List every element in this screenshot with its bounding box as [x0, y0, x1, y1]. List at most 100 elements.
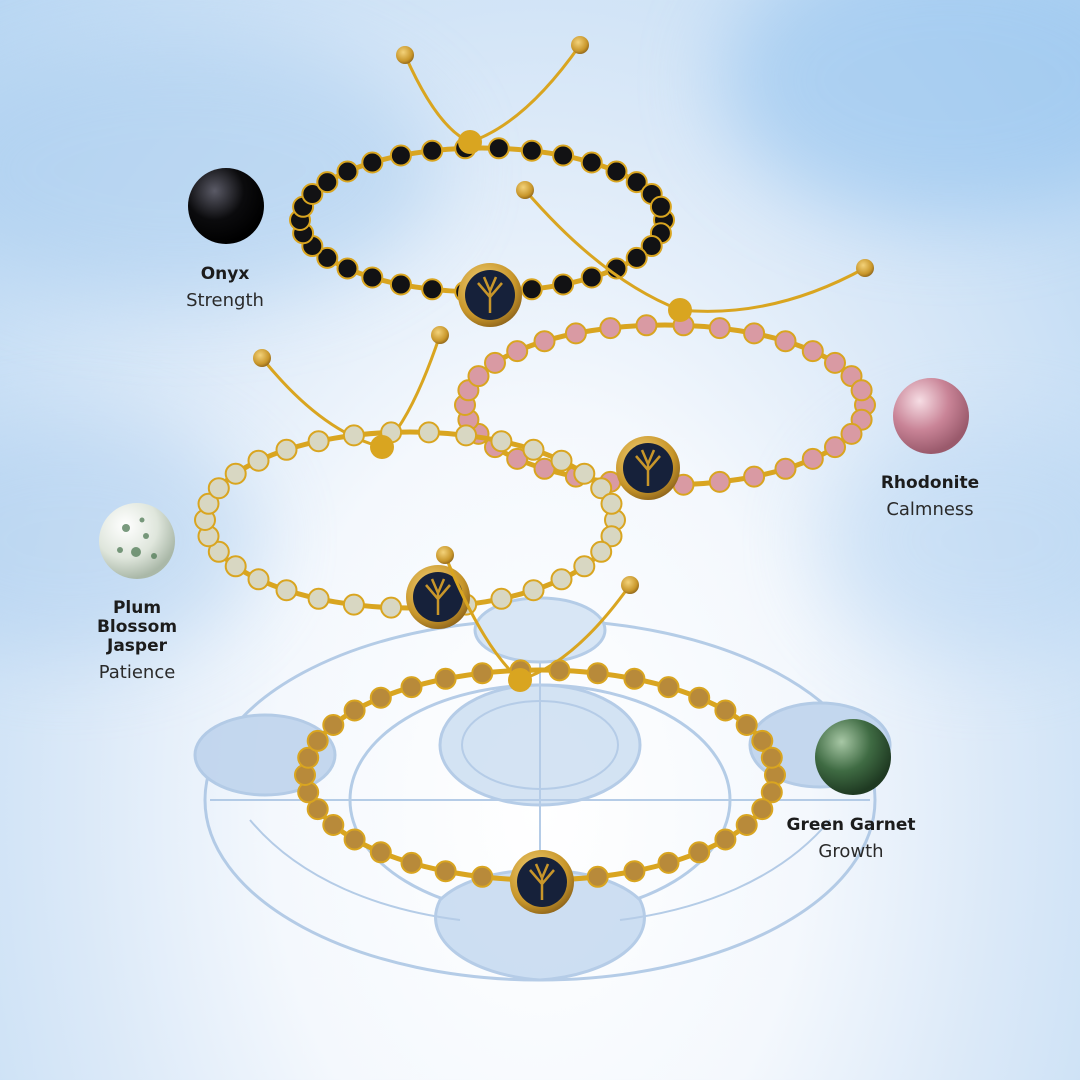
onyx-bracelet-bead — [649, 195, 672, 218]
green-garnet-bracelet-bead — [735, 814, 758, 836]
rhodonite-bracelet-end-bead — [516, 181, 534, 199]
onyx-bracelet-bead — [520, 278, 543, 301]
rhodonite-bracelet-bead — [743, 322, 766, 345]
rhodonite-bracelet-bead — [506, 340, 529, 363]
stone-name: Onyx — [200, 264, 250, 284]
onyx-bracelet-bead — [361, 266, 384, 289]
rhodonite-bracelet-cord — [679, 266, 866, 313]
rhodonite-bracelet-bead — [564, 322, 587, 345]
rhodonite-bracelet-bead — [801, 340, 824, 363]
green-garnet-bracelet-bead — [714, 699, 737, 722]
plum-blossom-jasper-bracelet-bead — [247, 449, 270, 472]
green-garnet-bracelet-bead — [369, 686, 392, 709]
green-garnet-bracelet-bead — [322, 714, 345, 736]
rhodonite-bracelet-bead — [506, 447, 529, 470]
plum-blossom-jasper-bracelet-end-bead — [431, 326, 449, 344]
green-garnet-bracelet-bead — [297, 746, 320, 769]
stone-name: Green Garnet — [786, 815, 916, 835]
green-garnet-bracelet-bead — [760, 746, 783, 769]
onyx-bracelet-bead — [580, 151, 603, 174]
plum-blossom-jasper-bracelet-bead — [197, 492, 220, 515]
plum-blossom-jasper-bracelet-bead — [380, 596, 403, 619]
green-garnet-bracelet-bead — [751, 798, 774, 821]
green-garnet-bracelet-bead — [343, 828, 366, 851]
onyx-bracelet-end-bead — [571, 36, 589, 54]
onyx-bracelet-bead — [389, 273, 412, 296]
plum-blossom-jasper-bracelet-bead — [247, 568, 270, 591]
onyx-bracelet-bead — [487, 137, 510, 160]
green-garnet-bracelet-bead — [548, 659, 571, 682]
plum-blossom-jasper-bracelet-bead — [590, 540, 613, 563]
rhodonite-stone-icon — [893, 378, 969, 454]
onyx-bracelet-tree-icon — [477, 276, 503, 313]
green-garnet-bracelet-bead — [751, 729, 774, 752]
green-garnet-bracelet-bead — [471, 865, 494, 888]
stone-meaning: Patience — [98, 662, 176, 683]
green-garnet-bracelet-bead — [400, 851, 423, 874]
onyx-bracelet-bead — [421, 139, 444, 162]
green-garnet-bracelet-bead — [343, 699, 366, 722]
green-garnet-bracelet-bead — [306, 729, 329, 752]
plum-blossom-jasper-bracelet-bead — [490, 587, 513, 610]
plum-blossom-jasper-bracelet-tree-icon — [425, 578, 451, 615]
plum-blossom-jasper-bracelet-bead — [600, 492, 623, 515]
plum-blossom-jasper-bracelet-bead — [275, 579, 298, 602]
green-garnet-bracelet-bead — [623, 667, 646, 690]
green-garnet-bracelet-bead — [471, 662, 494, 685]
plum-blossom-jasper-bracelet-bead — [590, 477, 613, 500]
rhodonite-bracelet-bead — [850, 379, 873, 402]
rhodonite-bracelet-bead — [708, 317, 731, 340]
onyx-bracelet-bead — [361, 151, 384, 174]
green-garnet-bracelet-bead — [306, 798, 329, 821]
plum-blossom-jasper-bracelet-bead — [207, 540, 230, 563]
onyx-bracelet-bead — [389, 144, 412, 167]
green-garnet-bracelet-bead — [688, 841, 711, 864]
green-garnet-bracelet-bead — [714, 828, 737, 851]
onyx-bracelet-bead — [421, 278, 444, 301]
plum-blossom-jasper-bracelet-bead — [224, 462, 247, 485]
stone-name: Rhodonite — [880, 473, 980, 493]
rhodonite-bracelet-bead — [635, 314, 658, 337]
onyx-stone-icon — [188, 168, 264, 244]
green-garnet-bracelet-bead — [657, 676, 680, 699]
rhodonite-bracelet-cord — [523, 189, 681, 312]
onyx-bracelet-bead — [552, 144, 575, 167]
green-garnet-bracelet-bead — [400, 676, 423, 699]
rhodonite-bracelet-bead — [801, 447, 824, 470]
bracelets-group — [194, 36, 876, 914]
onyx-label: Onyx Strength — [155, 265, 295, 312]
plum-blossom-jasper-bracelet-bead — [573, 462, 596, 485]
plum-blossom-jasper-bracelet-bead — [224, 555, 247, 578]
rhodonite-label: Rhodonite Calmness — [860, 474, 1000, 521]
green-garnet-bracelet-bead — [586, 865, 609, 888]
onyx-bracelet-bead — [580, 266, 603, 289]
onyx-bracelet-bead — [625, 171, 648, 194]
rhodonite-bracelet-bead — [774, 457, 797, 480]
green-garnet-bracelet-bead — [760, 781, 783, 804]
stone-meaning: Calmness — [886, 499, 974, 520]
rhodonite-bracelet-bead — [824, 436, 846, 459]
rhodonite-bracelet-end-bead — [856, 259, 874, 277]
green-garnet-label: Green Garnet Growth — [781, 816, 921, 863]
plum-blossom-jasper-bracelet-bead — [550, 449, 573, 472]
green-garnet-bracelet-end-bead — [621, 576, 639, 594]
onyx-bracelet-bead — [336, 160, 359, 183]
green-garnet-bracelet-bead — [657, 851, 680, 874]
plum-blossom-jasper-bracelet-bead — [522, 579, 545, 602]
plum-blossom-jasper-bracelet-cord — [260, 357, 383, 449]
onyx-bracelet-bead — [640, 235, 663, 257]
green-garnet-bracelet-bead — [369, 841, 392, 864]
rhodonite-bracelet-bead — [824, 351, 846, 374]
onyx-bracelet-bead — [336, 257, 359, 280]
green-garnet-bracelet-bead — [688, 686, 711, 709]
rhodonite-bracelet-tree-icon — [635, 449, 661, 486]
rhodonite-bracelet-bead — [484, 351, 506, 374]
onyx-bracelet-bead — [301, 183, 324, 205]
rhodonite-bracelet-bead — [708, 470, 731, 493]
plum-blossom-jasper-stone-icon — [99, 503, 175, 579]
green-garnet-bracelet-knot — [508, 668, 532, 692]
stone-meaning: Growth — [818, 841, 884, 862]
onyx-bracelet-bead — [605, 160, 628, 183]
onyx-bracelet-bead — [625, 246, 648, 269]
onyx-bracelet-knot — [458, 130, 482, 154]
